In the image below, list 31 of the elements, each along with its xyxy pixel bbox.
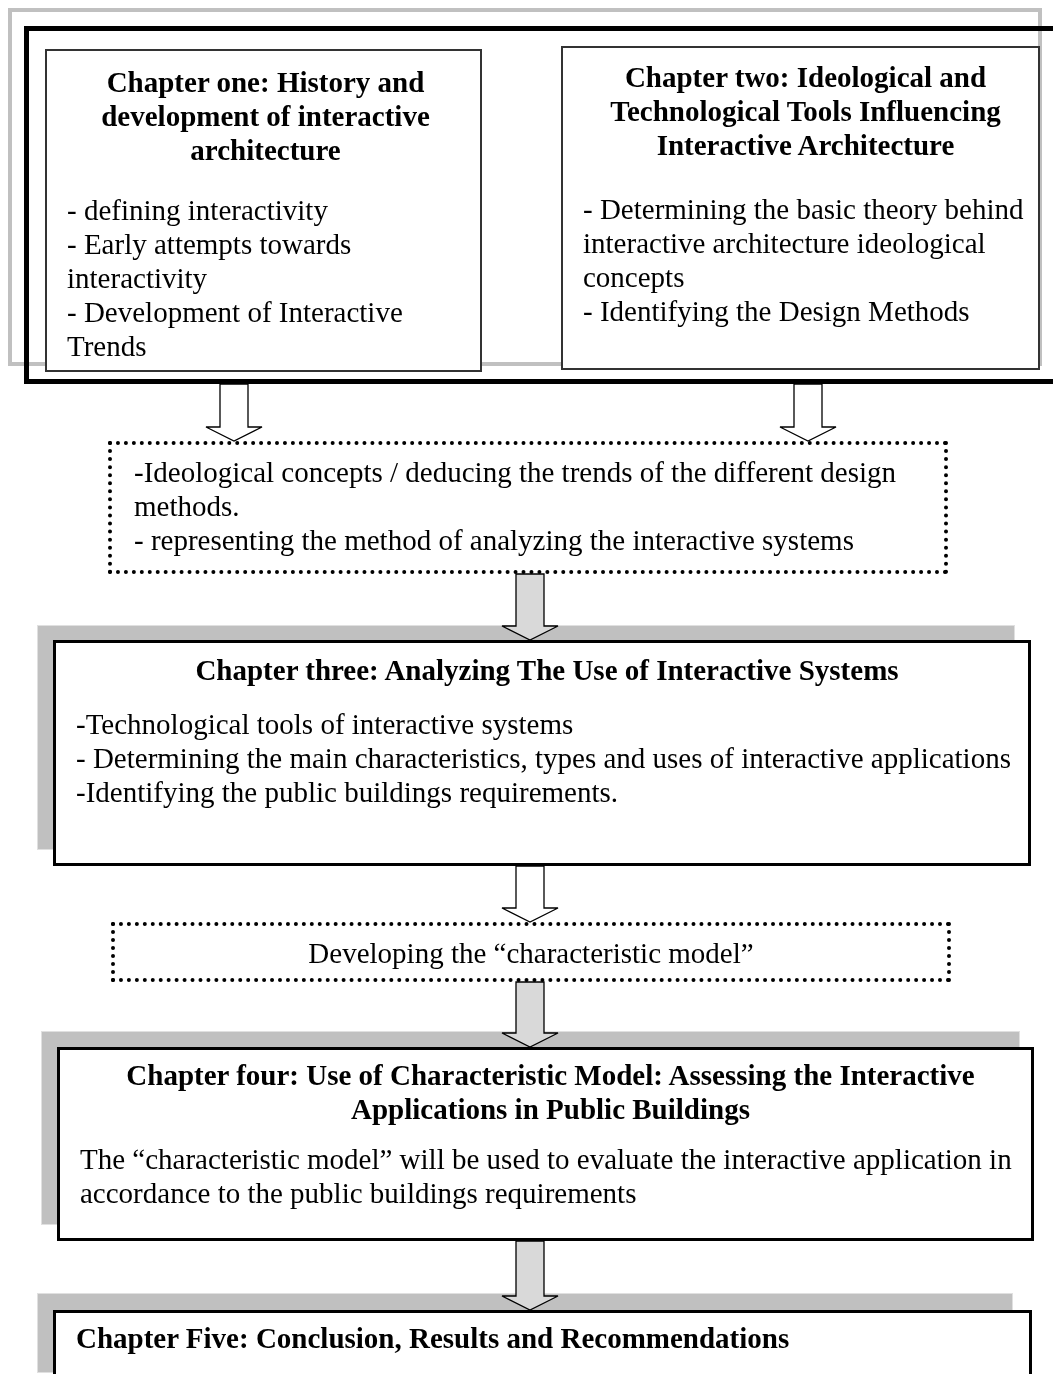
group-frame	[24, 26, 1053, 384]
block-arrow	[501, 981, 559, 1048]
chapter-box	[561, 46, 1040, 370]
bullet-text: -Identifying the public buildings requirements.	[76, 775, 620, 809]
block-arrow	[501, 573, 559, 641]
chapter-box	[45, 49, 482, 372]
bullet-text: - Early attempts towards interactivity	[67, 227, 353, 295]
chapter-heading: Chapter two: Ideological and Technological Tools Influencing Interactive Architecture	[609, 60, 1002, 162]
bullet-text: -Technological tools of interactive systems	[76, 707, 575, 741]
bullet-text: Developing the “characteristic model”	[307, 936, 755, 970]
block-arrow	[501, 865, 559, 923]
block-arrow	[779, 383, 837, 442]
chapter-heading: Chapter Five: Conclusion, Results and Recommendations	[76, 1321, 791, 1355]
chapter-box	[53, 640, 1031, 866]
block-arrow	[205, 383, 263, 442]
chapter-heading: Chapter three: Analyzing The Use of Interactive Systems	[194, 653, 900, 687]
block-arrow	[501, 1240, 559, 1311]
chapter-heading: Chapter one: History and development of interactive architecture	[100, 65, 431, 167]
bullet-text: - representing the method of analyzing the interactive systems	[134, 523, 855, 557]
bullet-text: - Development of Interactive Trends	[67, 295, 404, 363]
chapter-box	[53, 1310, 1032, 1374]
bullet-text: - Identifying the Design Methods	[583, 294, 971, 328]
chapter-heading: Chapter four: Use of Characteristic Model: Assessing the Interactive Applications in Public Buildings	[125, 1058, 976, 1126]
process-box	[108, 441, 948, 574]
bullet-text: - Determining the basic theory behind interactive architecture ideological concepts	[583, 192, 1025, 294]
bullet-text: The “characteristic model” will be used to evaluate the interactive application in accordance to the public buildings requirements	[80, 1142, 1013, 1210]
bullet-text: - defining interactivity	[67, 193, 329, 227]
bullet-text: - Determining the main characteristics, types and uses of interactive applications	[76, 741, 1012, 775]
bullet-text: -Ideological concepts / deducing the trends of the different design methods.	[134, 455, 898, 523]
chapter-box	[57, 1047, 1034, 1241]
process-box	[111, 922, 951, 982]
